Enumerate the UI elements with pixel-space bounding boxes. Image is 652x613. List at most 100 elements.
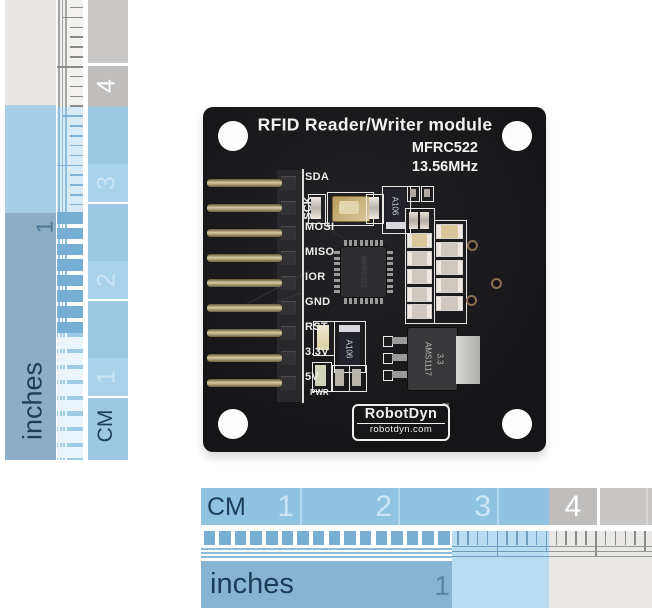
tantalum-capacitor: A106 <box>339 325 360 367</box>
left-ruler-inches-zone-blue <box>5 105 56 213</box>
smd-resistor <box>408 252 431 265</box>
tantalum-cap-outline <box>382 186 411 234</box>
tick <box>70 26 83 29</box>
tick <box>506 531 508 545</box>
tick <box>63 16 83 19</box>
smd-resistor <box>437 279 462 292</box>
tick <box>535 531 538 545</box>
left-ruler-cm-number-3: 3 <box>92 176 121 190</box>
tick <box>634 531 636 545</box>
tick-block <box>57 290 83 302</box>
smd-component <box>352 369 361 386</box>
tick <box>476 531 479 545</box>
smd-outline <box>407 186 420 202</box>
ruler-line <box>201 551 452 554</box>
left-ruler-inches-zone-gray <box>5 0 56 105</box>
bottom-ruler-cm-number-4: 4 <box>564 490 582 523</box>
header-pin <box>207 179 282 187</box>
qfp-pin <box>370 298 373 304</box>
ruler-line <box>452 555 652 558</box>
tick-block <box>57 243 83 256</box>
qfp-pin <box>344 240 347 246</box>
smd-component <box>409 189 416 197</box>
pwr-label: PWR <box>310 388 329 397</box>
tick <box>70 154 83 157</box>
silkscreen-divider <box>302 169 304 403</box>
smd-resistor <box>437 297 462 310</box>
ams1117-regulator: AMS1117 3.3 <box>408 328 457 390</box>
left-ruler-inch-number-1: 1 <box>31 220 58 234</box>
tick-block <box>57 353 83 365</box>
qfp-pin <box>334 273 340 277</box>
qfp-pin <box>387 256 393 260</box>
tick <box>70 6 83 9</box>
pin-label-3-3v: 3.3V <box>305 346 329 358</box>
qfp-pin <box>380 298 384 304</box>
tick <box>457 531 459 545</box>
tick <box>614 531 617 545</box>
smd-resistor <box>408 288 431 301</box>
qfp-pin <box>349 240 353 246</box>
qfp-pin <box>334 256 340 260</box>
mounting-hole-top-left <box>218 121 248 151</box>
cm-separator <box>398 488 400 525</box>
tick-block <box>438 531 450 545</box>
regulator-marking-2: 3.3 <box>435 353 445 365</box>
pin-socket <box>281 376 296 390</box>
tick-block <box>57 399 83 412</box>
tick-block <box>250 531 262 545</box>
tick-block <box>359 531 372 545</box>
tick-block <box>57 368 83 381</box>
qfp-pin <box>375 240 379 246</box>
tick <box>70 75 83 78</box>
pin-label-miso: MISO <box>305 246 335 258</box>
left-ruler-inches-label: inches <box>17 361 48 441</box>
tick-block <box>328 531 341 545</box>
tick <box>70 194 83 196</box>
pin-socket <box>281 226 296 240</box>
qfp-pin <box>359 298 363 304</box>
bottom-ruler-inch-number-1: 1 <box>434 570 450 601</box>
tick <box>57 66 83 68</box>
cm-subblock <box>88 261 128 299</box>
board-title: RFID Reader/Writer module <box>257 114 493 135</box>
bottom-ruler-cm4-line <box>597 488 600 525</box>
tick-block <box>57 337 83 349</box>
tick-block <box>297 531 309 545</box>
regulator-lead <box>392 371 409 378</box>
tick <box>57 164 83 167</box>
pin-label-rst: RST <box>305 321 328 333</box>
qfp-pin <box>334 262 340 266</box>
pin-socket <box>281 276 296 290</box>
bottom-ruler-lightgray-zone <box>549 531 652 608</box>
pwr-led-outline <box>312 362 332 392</box>
header-pin <box>207 354 282 362</box>
pin-socket <box>281 201 296 215</box>
tick <box>70 184 83 186</box>
pin-label-5v: 5V <box>305 371 320 383</box>
qfp-pin <box>380 240 384 246</box>
left-ruler-cm4-line <box>88 63 128 66</box>
pin-socket <box>281 326 296 340</box>
logo-trademark: ™ <box>442 403 449 410</box>
smd-resistor <box>437 261 462 274</box>
tick <box>575 531 577 545</box>
mounting-hole-bottom-right <box>502 409 532 439</box>
pwr-led <box>315 365 326 386</box>
tick-block <box>57 306 83 318</box>
tick <box>63 115 83 117</box>
cm-separator <box>300 488 302 525</box>
tick-block <box>57 431 83 443</box>
bottom-ruler-cm-band <box>201 488 549 525</box>
pin-socket <box>281 351 296 365</box>
tick-block <box>57 415 83 428</box>
cm-line <box>88 299 128 301</box>
qfp-pin <box>334 290 340 294</box>
chip-marking: MFRC522 <box>359 256 367 288</box>
qfp-pin <box>375 298 379 304</box>
tick <box>70 134 83 137</box>
qfp-pin <box>387 251 393 254</box>
tick <box>70 144 83 147</box>
tick <box>70 36 83 39</box>
